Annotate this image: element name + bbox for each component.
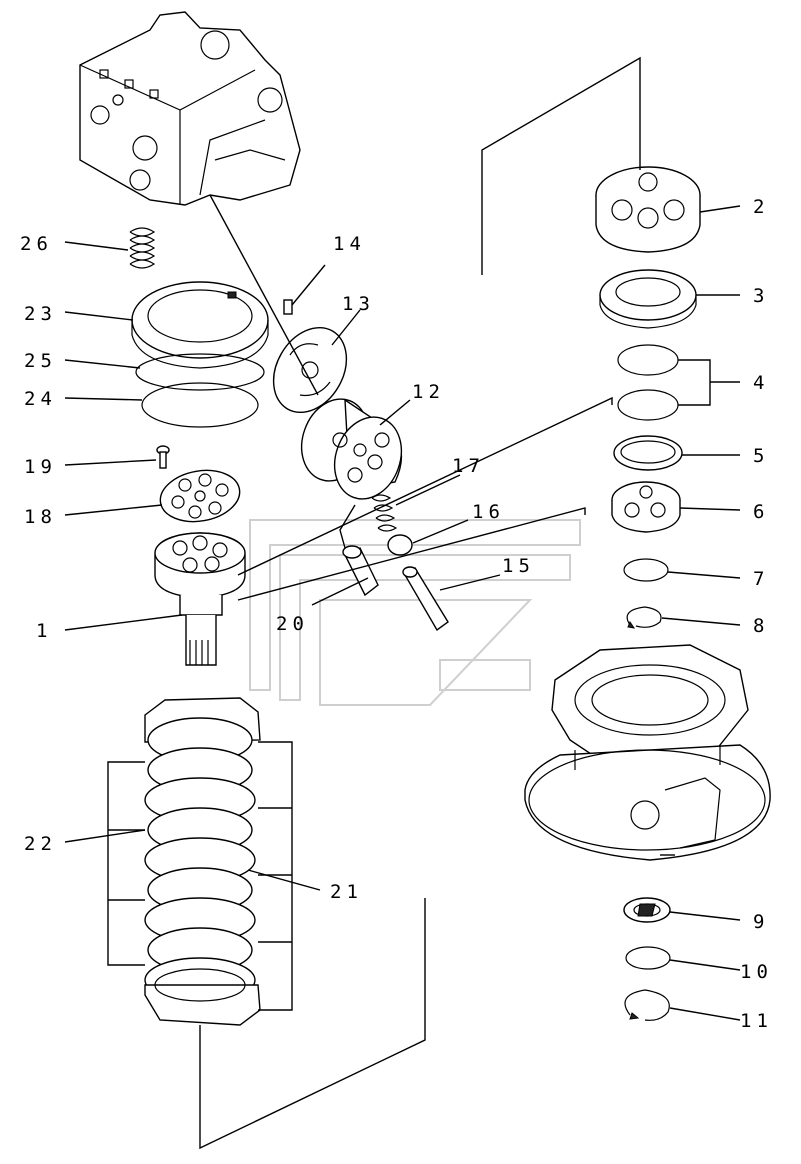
snap-ring-8 — [626, 606, 662, 629]
valve-block — [79, 11, 301, 206]
retainer-plate-18 — [159, 469, 241, 523]
cylinder-block-12 — [300, 398, 403, 500]
callout-4: 4 — [753, 372, 769, 394]
callout-26: 26 — [20, 233, 53, 255]
callout-24: 24 — [24, 388, 57, 410]
callout-18: 18 — [24, 506, 57, 528]
callout-6: 6 — [753, 501, 769, 523]
shim-4b — [617, 389, 679, 421]
callout-5: 5 — [753, 445, 769, 467]
callout-7: 7 — [753, 568, 769, 590]
seal-ring-23 — [131, 281, 269, 369]
spool-15 — [402, 566, 449, 632]
callout-15: 15 — [502, 555, 535, 577]
callout-14: 14 — [333, 233, 366, 255]
callout-19: 19 — [24, 456, 57, 478]
callout-17: 17 — [452, 455, 485, 477]
callout-2: 2 — [753, 196, 769, 218]
callout-12: 12 — [412, 381, 445, 403]
motor-housing — [524, 644, 771, 861]
bearing-9 — [623, 897, 671, 923]
callout-3: 3 — [753, 285, 769, 307]
pin-14 — [283, 299, 293, 315]
oil-seal-3 — [599, 269, 697, 329]
callout-23: 23 — [24, 303, 57, 325]
snap-ring-11 — [624, 989, 670, 1021]
plate-stack-21-22 — [144, 697, 261, 1026]
o-ring-24 — [141, 382, 259, 428]
callout-8: 8 — [753, 615, 769, 637]
piston-20 — [342, 545, 379, 597]
callout-22: 22 — [24, 833, 57, 855]
callout-labels: 1 2 3 4 5 6 7 8 9 10 11 12 13 14 15 16 1… — [20, 196, 773, 1032]
bolt-19 — [156, 445, 170, 469]
callout-20: 20 — [276, 613, 309, 635]
bearing-2 — [595, 166, 701, 253]
drive-shaft-1 — [154, 532, 246, 666]
seal-5 — [613, 435, 683, 471]
shim-10 — [625, 946, 671, 970]
shim-7 — [623, 558, 669, 582]
callout-21: 21 — [330, 881, 363, 903]
callout-10: 10 — [740, 961, 773, 983]
spring-26 — [129, 227, 156, 269]
callout-25: 25 — [24, 350, 57, 372]
watermark-logo — [249, 519, 581, 706]
washer-16 — [387, 534, 413, 556]
callout-13: 13 — [342, 293, 375, 315]
spring-17 — [371, 494, 398, 532]
callout-11: 11 — [740, 1010, 773, 1032]
valve-plate-13 — [272, 326, 348, 414]
o-ring-25 — [135, 353, 265, 391]
callout-1: 1 — [36, 620, 52, 642]
shim-4a — [617, 344, 679, 376]
callout-16: 16 — [472, 501, 505, 523]
leader-lines — [64, 56, 741, 1150]
bearing-6 — [611, 481, 681, 533]
callout-9: 9 — [753, 911, 769, 933]
